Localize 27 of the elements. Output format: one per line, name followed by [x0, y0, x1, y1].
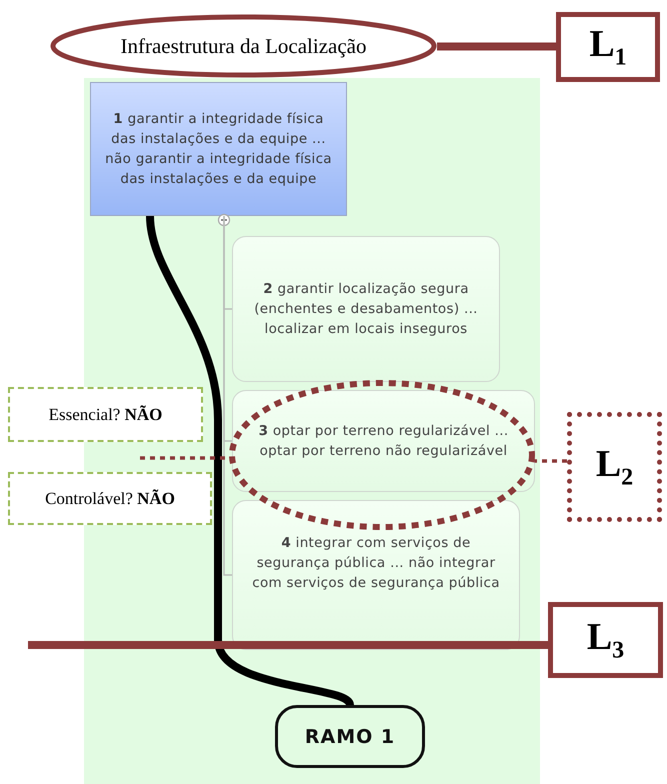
branch-node	[275, 705, 425, 768]
label-text: L$_{3}$	[586, 615, 624, 665]
subtopic-text: 2 garantir localização segura (enchentes e desabamentos) ... localizar em locais inseguros	[253, 280, 479, 339]
branch-text: RAMO 1	[304, 726, 396, 748]
subtopic-text: 3 optar por terreno regularizável ... optar por terreno não regularizável	[258, 422, 510, 461]
label-text: L$_{1}$	[589, 22, 627, 72]
highlight-ellipse	[229, 380, 535, 530]
topic-box	[90, 82, 347, 216]
topic-text: 1 garantir a integridade física das instalações e da equipe ... não garantir a integridade física das instalações e da equipe	[104, 110, 333, 189]
subtopic-text: 4 integrar com serviços de segurança pública ... não integrar com serviços de segurança pública	[251, 534, 501, 593]
connector	[223, 216, 232, 576]
subtopic-box	[232, 236, 500, 382]
label-box	[548, 602, 663, 678]
note-text: Controlável? NÃO	[45, 488, 175, 508]
branch-line	[146, 216, 354, 708]
leader-line	[534, 459, 567, 463]
subtopic-box	[232, 500, 520, 650]
leader-line	[28, 641, 548, 649]
note-box	[8, 472, 212, 525]
leader-line	[436, 42, 556, 50]
note-box	[8, 387, 203, 442]
label-box	[556, 12, 660, 82]
title-ellipse	[50, 14, 437, 78]
label-text: L$_{2}$	[596, 442, 634, 492]
label-box	[567, 412, 662, 522]
title-text: Infraestrutura da Localização	[120, 34, 366, 58]
note-text: Essencial? NÃO	[48, 404, 162, 424]
